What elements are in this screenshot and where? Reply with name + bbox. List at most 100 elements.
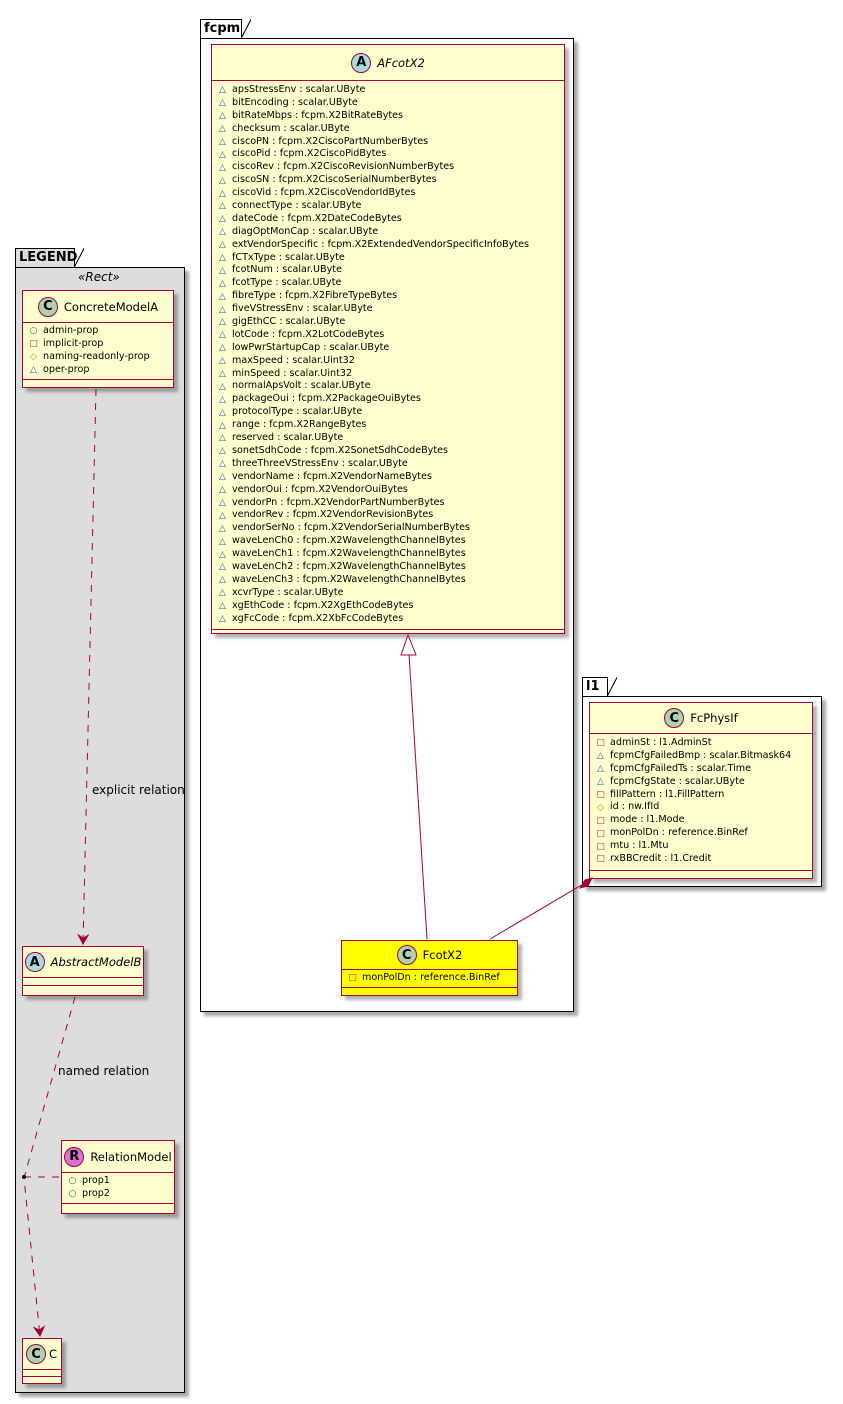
protected-icon: △ [219, 343, 226, 354]
class-c[interactable]: C C [22, 1338, 62, 1384]
attribute-row: △maxSpeed : scalar.Uint32 [218, 355, 564, 368]
package-tab-legend: LEGEND [15, 248, 84, 268]
protected-icon: △ [219, 369, 226, 380]
attribute-row: △ sonetSdhCode : fcpm.X2SonetSdhCodeBytes [218, 445, 564, 458]
method-compartment [342, 988, 517, 995]
class-name: C [49, 1347, 58, 1361]
attribute-list: □adminSt : l1.AdminSt△fcpmCfgFailedBmp :… [590, 734, 812, 871]
protected-icon: △ [219, 549, 226, 560]
class-name: AFcotX2 [377, 55, 425, 70]
attribute-text: waveLenCh1 : fcpm.X2WavelengthChannelByt… [232, 548, 466, 560]
attribute-text: dateCode : fcpm.X2DateCodeBytes [232, 212, 402, 224]
attribute-row: △xcvrType : scalar.UByte [218, 587, 564, 600]
attribute-row: △lowPwrStartupCap : scalar.UByte [218, 342, 564, 355]
attribute-text: id : nw.IfId [610, 801, 660, 813]
class-icon: C [396, 945, 417, 965]
protected-icon: △ [219, 485, 226, 496]
class-afcotx2[interactable]: A AFcotX2 △ apsStressEnv : scalar.UByte △b… [211, 44, 565, 634]
class-name: FcPhysIf [690, 711, 738, 725]
protected-icon: △ [219, 446, 226, 457]
protected-icon: △ [219, 613, 226, 624]
attribute-text: mode : l1.Mode [610, 814, 685, 826]
attribute-text: fillPattern : l1.FillPattern [610, 788, 725, 800]
class-fcotx2[interactable]: C FcotX2 □monPolDn : reference.BinRef [341, 940, 518, 996]
protected-icon: △ [219, 510, 226, 521]
protected-icon: △ [219, 188, 226, 199]
protected-icon: △ [219, 304, 226, 315]
attribute-text: ciscoPid : fcpm.X2CiscoPidBytes [232, 148, 387, 160]
private-icon: □ [596, 790, 605, 800]
attribute-row: □monPolDn : reference.BinRef [348, 972, 517, 985]
attribute-row: △bitEncoding : scalar.UByte [218, 97, 564, 110]
protected-icon: △ [219, 227, 226, 238]
protected-icon: △ [219, 111, 226, 122]
protected-icon: △ [219, 523, 226, 534]
attribute-compartment [23, 1370, 61, 1377]
class-name: FcotX2 [422, 948, 463, 962]
attribute-row: △checksum : scalar.UByte [218, 123, 564, 136]
protected-icon: △ [219, 175, 226, 186]
class-abstractmodelb[interactable]: A AbstractModelB [22, 946, 144, 996]
attribute-row: △ ciscoPid : fcpm.X2CiscoPidBytes [218, 148, 564, 161]
attribute-text: vendorPn : fcpm.X2VendorPartNumberBytes [232, 496, 445, 508]
attribute-row: ○admin-prop [29, 325, 173, 338]
class-concretemodela[interactable]: C ConcreteModelA ○admin-prop□implicit-pr… [22, 290, 174, 388]
class-fcphysif[interactable]: C FcPhysIf □adminSt : l1.AdminSt△fcpmCfg… [589, 702, 813, 879]
method-compartment [23, 1377, 61, 1384]
attribute-text: fiveVStressEnv : scalar.UByte [232, 303, 373, 315]
protected-icon: △ [219, 149, 226, 160]
attribute-text: fcpmCfgState : scalar.UByte [610, 775, 745, 787]
public-icon: ○ [29, 326, 38, 337]
class-icon: C [664, 708, 685, 728]
attribute-row: △protocolType : scalar.UByte [218, 406, 564, 419]
private-icon: □ [348, 973, 357, 984]
attribute-row: △ fCTxType : scalar.UByte [218, 252, 564, 265]
attribute-row: △extVendorSpecific : fcpm.X2ExtendedVend… [218, 239, 564, 252]
protected-icon: △ [219, 317, 226, 328]
protected-icon: △ [219, 124, 226, 135]
abstract-class-icon: A [351, 52, 372, 73]
attribute-text: reserved : scalar.UByte [232, 432, 344, 444]
class-icon: C [37, 296, 58, 317]
attribute-row: △fcpmCfgFailedTs : scalar.Time [596, 763, 812, 776]
attribute-text: ciscoRev : fcpm.X2CiscoRevisionNumberByt… [232, 161, 455, 173]
attribute-row: △range : fcpm.X2RangeBytes [218, 419, 564, 432]
attribute-row: △ minSpeed : scalar.Uint32 [218, 368, 564, 381]
protected-icon: △ [219, 265, 226, 276]
attribute-text: apsStressEnv : scalar.UByte [232, 84, 366, 95]
attribute-text: protocolType : scalar.UByte [232, 406, 363, 418]
attribute-row: △fcpmCfgFailedBmp : scalar.Bitmask64 [596, 750, 812, 763]
attribute-row: △xgEthCode : fcpm.X2XgEthCodeBytes [218, 600, 564, 613]
attribute-text: vendorName : fcpm.X2VendorNameBytes [232, 470, 432, 482]
protected-icon: △ [219, 253, 226, 264]
attribute-text: implicit-prop [43, 337, 104, 349]
protected-icon: △ [219, 497, 226, 508]
protected-icon: △ [219, 85, 226, 96]
protected-icon: △ [219, 240, 226, 251]
attribute-row: ○prop1 [68, 1175, 174, 1188]
package-tab-fcpm: fcpm [200, 19, 251, 39]
attribute-text: oper-prop [43, 363, 90, 375]
attribute-text: xgEthCode : fcpm.X2XgEthCodeBytes [232, 599, 414, 611]
relation-class-icon: R [64, 1146, 85, 1167]
attribute-row: △dateCode : fcpm.X2DateCodeBytes [218, 213, 564, 226]
attribute-text: ciscoSN : fcpm.X2CiscoSerialNumberBytes [232, 174, 437, 186]
attribute-text: mtu : l1.Mtu [610, 840, 669, 852]
attribute-row: △vendorSerNo : fcpm.X2VendorSerialNumber… [218, 522, 564, 535]
protected-icon: △ [597, 751, 604, 762]
attribute-row: ○prop2 [68, 1188, 174, 1201]
attribute-row: △waveLenCh2 : fcpm.X2WavelengthChannelBy… [218, 561, 564, 574]
protected-icon: △ [219, 420, 226, 431]
attribute-text: minSpeed : scalar.Uint32 [232, 367, 353, 379]
protected-icon: △ [219, 162, 226, 173]
attribute-row: △bitRateMbps : fcpm.X2BitRateBytes [218, 110, 564, 123]
protected-icon: △ [219, 291, 226, 302]
package-name-legend: LEGEND [19, 250, 78, 265]
attribute-row: △waveLenCh0 : fcpm.X2WavelengthChannelBy… [218, 535, 564, 548]
class-relationmodel[interactable]: R RelationModel ○prop1○prop2 [61, 1140, 175, 1214]
attribute-text: sonetSdhCode : fcpm.X2SonetSdhCodeBytes [232, 444, 449, 456]
attribute-text: fCTxType : scalar.UByte [232, 251, 345, 263]
attribute-text: gigEthCC : scalar.UByte [232, 316, 346, 328]
package-legend [15, 267, 185, 1393]
protected-icon: △ [219, 394, 226, 405]
